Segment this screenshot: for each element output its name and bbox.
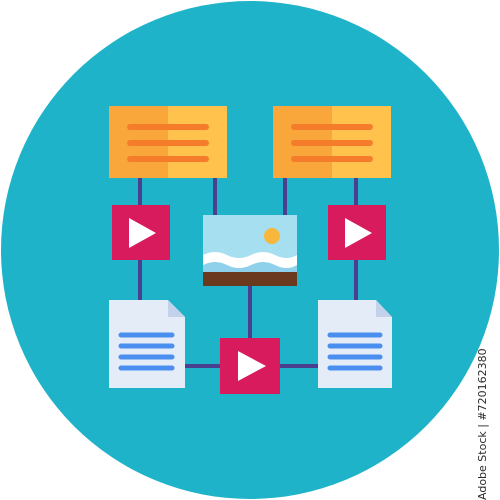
document-icon: [318, 300, 392, 388]
play-icon: [328, 205, 386, 260]
text-card-top-left: [109, 106, 227, 178]
document-lines: [118, 332, 175, 371]
play-icon: [112, 205, 170, 260]
document-icon: [109, 300, 185, 388]
connector-lines: [138, 178, 358, 368]
sun-icon: [264, 228, 280, 244]
text-card-top-right: [273, 106, 391, 178]
card-lines: [291, 124, 373, 162]
document-lines: [327, 332, 383, 371]
card-lines: [127, 124, 209, 162]
play-icon: [220, 338, 280, 394]
image-icon: [203, 215, 297, 286]
stock-id-label: Adobe Stock | #720162380: [476, 348, 489, 500]
